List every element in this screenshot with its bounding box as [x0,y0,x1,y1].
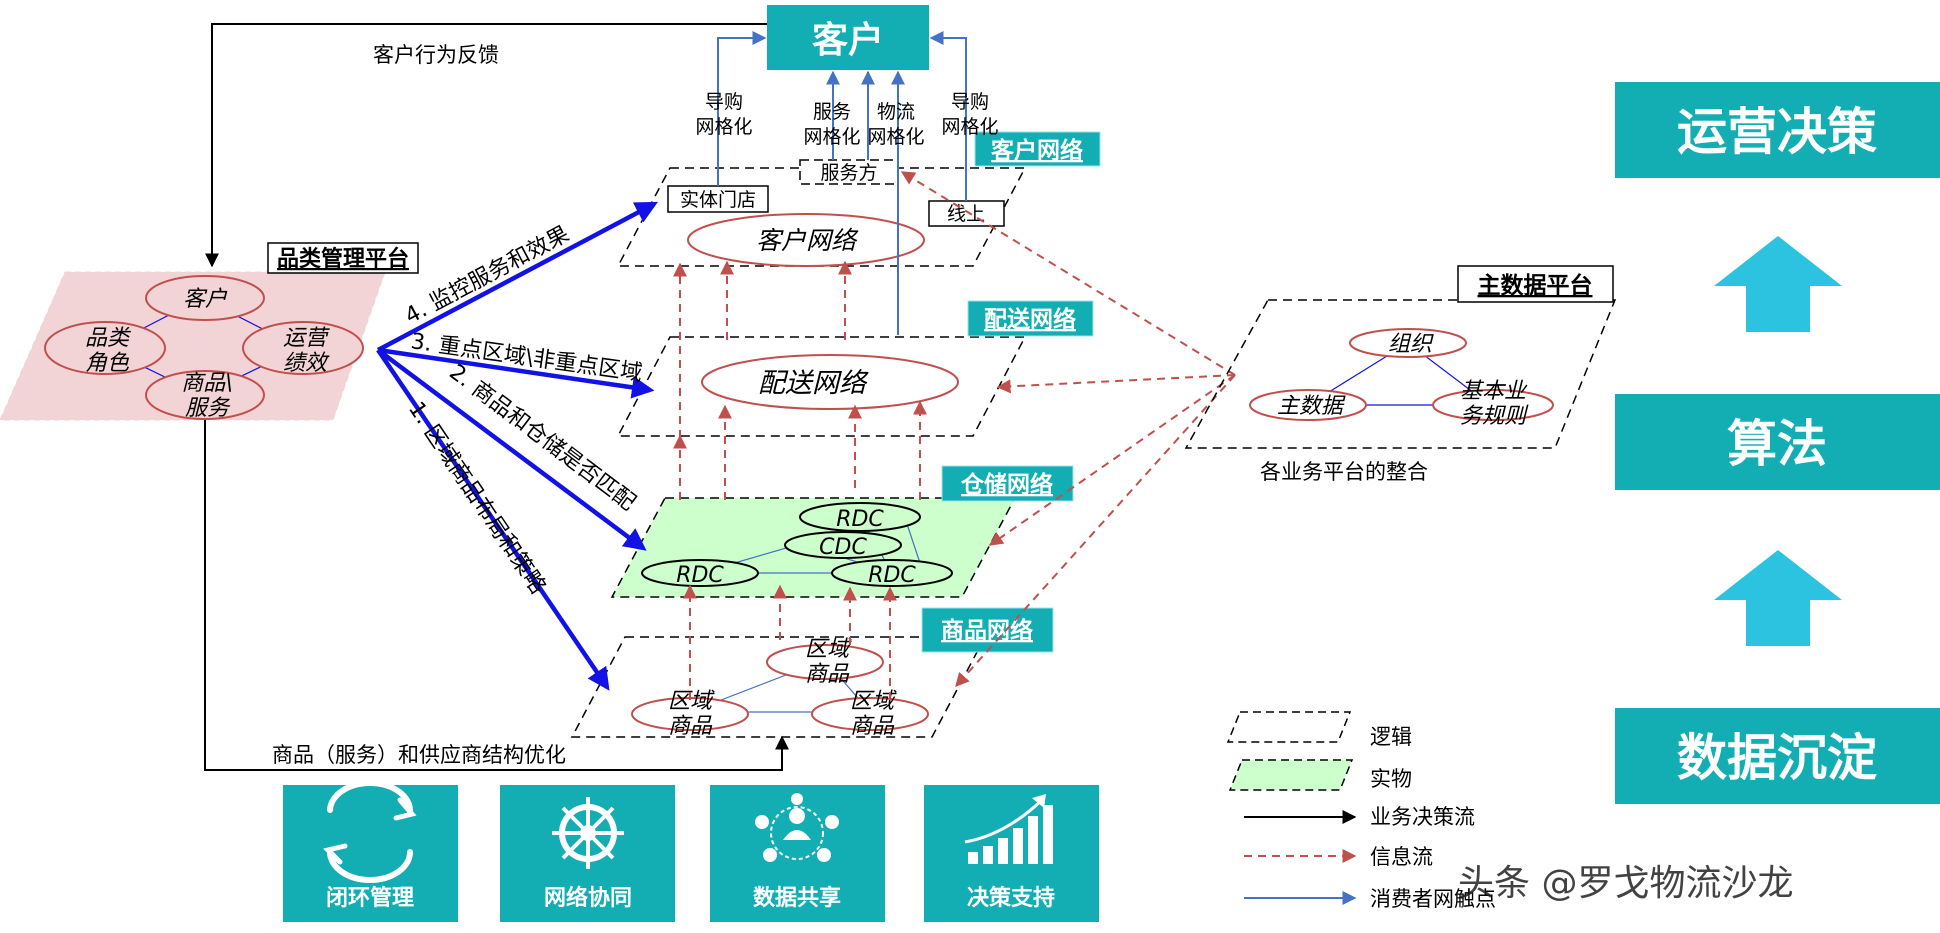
cat-goods-l2: 服务 [185,396,231,421]
tile-network-collab-label: 网络协同 [544,885,632,911]
cat-role-l2: 角色 [85,351,130,376]
strategy-arrow-labels: 4. 监控服务和效果 3. 重点区域\非重点区域 2. 商品和仓储是否匹配 1.… [401,222,644,599]
tile-decision-support-label: 决策支持 [967,885,1055,911]
goods-top-l1: 区域 [805,637,852,662]
master-data-title: 主数据平台 [1478,272,1593,299]
category-platform: 客户 品类 角色 运营 绩效 商品\ 服务 品类管理平台 [0,242,419,421]
strategy-arrows [376,201,658,691]
gridding-labels: 导购 网格化 服务 网格化 物流 网格化 导购 网格化 [695,91,998,148]
watermark: 头条 @罗戈物流沙龙 [1458,863,1793,904]
arrow-4-label: 4. 监控服务和效果 [401,222,573,330]
tile-data-sharing-label: 数据共享 [753,885,841,911]
guide-left-l1: 导购 [705,91,743,113]
guide-right-l2: 网格化 [941,116,998,138]
legend-logic: 逻辑 [1370,725,1412,749]
legend: 逻辑 实物 业务决策流 信息流 消费者网触点 [1226,711,1496,911]
category-platform-title: 品类管理平台 [277,246,409,272]
ship-wheel-icon [552,797,624,869]
goods-left-l2: 商品 [668,714,713,739]
master-data-caption: 各业务平台的整合 [1260,460,1428,484]
customer-top-label: 客户 [812,20,884,61]
cat-role-l1: 品类 [85,326,132,351]
service-l2: 网格化 [803,126,860,148]
stack-bottom: 数据沉淀 [1677,729,1877,787]
cat-customer: 客户 [183,287,228,312]
customer-feedback-loop: 客户行为反馈 [205,23,767,268]
service-l1: 服务 [813,101,851,123]
cat-perf-l1: 运营 [283,326,330,351]
goods-left-l1: 区域 [668,689,715,714]
people-network-icon [755,793,839,862]
customer-network-tag: 客户网络 [991,137,1083,164]
tile-closed-loop: 闭环管理 [283,780,458,922]
tile-network-collab: 网络协同 [500,785,675,922]
cycle-icon [323,780,417,883]
stack-up-arrow-1 [1714,236,1842,332]
customer-network-layer: 客户网络 实体门店 服务方 线上 客户网络 [616,131,1101,267]
structure-optimization-loop: 商品（服务）和供应商结构优化 [204,420,789,771]
bottom-feedback-label: 商品（服务）和供应商结构优化 [272,743,566,767]
customer-network-center: 客户网络 [756,226,859,255]
information-flow-lines [673,171,1236,700]
master-rules-l1: 基本业 [1460,379,1528,404]
rdc-right: RDC [868,563,916,588]
cat-perf-l2: 绩效 [283,351,330,376]
arrow-3-label: 3. 重点区域\非重点区域 [409,329,644,386]
master-rules-l2: 务规则 [1460,404,1529,429]
warehouse-network-tag: 仓储网络 [960,471,1053,498]
rdc-left: RDC [676,563,724,588]
tile-closed-loop-label: 闭环管理 [326,885,414,911]
goods-top-l2: 商品 [805,662,850,687]
store-label: 实体门店 [680,189,756,211]
delivery-network-layer: 配送网络 配送网络 [616,300,1094,437]
bar-growth-icon [964,794,1053,864]
legend-consumer-touch: 消费者网触点 [1370,887,1496,911]
logistics-l2: 网格化 [867,126,924,148]
online-label: 线上 [947,203,985,225]
guide-left-l2: 网格化 [695,116,752,138]
cdc-node: CDC [819,535,867,560]
logistics-l1: 物流 [877,101,915,123]
feedback-label: 客户行为反馈 [373,43,499,67]
rdc-top: RDC [836,507,884,532]
right-stack: 运营决策 算法 数据沉淀 [1615,82,1940,804]
legend-decision-flow: 业务决策流 [1370,805,1475,829]
goods-right-l2: 商品 [850,714,895,739]
warehouse-network-layer: RDC CDC RDC RDC 仓储网络 [610,465,1074,598]
guide-right-l1: 导购 [951,91,989,113]
stack-up-arrow-2 [1714,550,1842,646]
consumer-touchpoint-lines [717,31,967,335]
delivery-network-ellipse [701,354,959,410]
master-org: 组织 [1388,332,1434,357]
master-master: 主数据 [1277,394,1346,419]
stack-top: 运营决策 [1677,103,1877,161]
legend-physical: 实物 [1370,767,1412,791]
tile-data-sharing: 数据共享 [710,785,885,922]
tile-decision-support: 决策支持 [924,785,1099,922]
service-side-label: 服务方 [820,162,877,184]
stack-middle: 算法 [1727,415,1827,473]
customer-top-node: 客户 [767,5,929,70]
goods-network-tag: 商品网络 [941,617,1033,644]
delivery-network-tag: 配送网络 [984,306,1076,333]
customer-network-ellipse [687,213,925,267]
cat-goods-l1: 商品\ [181,371,232,396]
legend-info-flow: 信息流 [1370,845,1433,869]
master-data-platform: 组织 主数据 基本业 务规则 主数据平台 各业务平台的整合 [1184,265,1617,484]
delivery-network-center: 配送网络 [758,368,869,399]
goods-network-layer: 区域 商品 区域 商品 区域 商品 商品网络 [570,607,1054,739]
